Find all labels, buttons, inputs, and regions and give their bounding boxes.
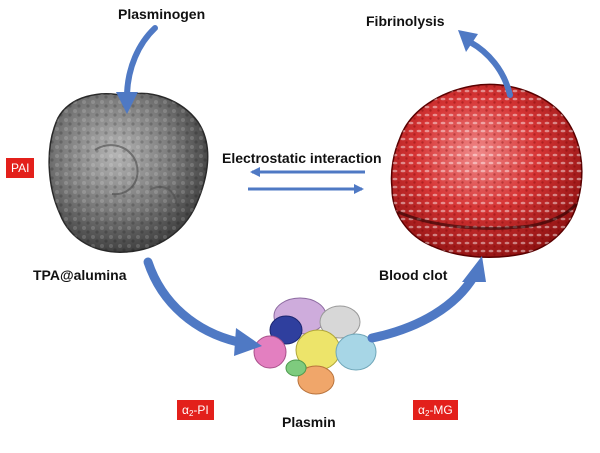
arrowhead-fibrinolysis	[458, 30, 478, 52]
alpha2-pi-badge: α2-PI	[177, 400, 214, 420]
arrowhead-clot	[462, 256, 486, 282]
electrostatic-interaction-label: Electrostatic interaction	[222, 150, 382, 166]
arrow-clot-to-fibrinolysis	[467, 39, 513, 98]
arrow-plasmin-to-clot	[367, 271, 479, 343]
arrowhead-plasminogen	[116, 92, 138, 114]
alpha2-mg-suffix: -MG	[429, 403, 453, 417]
plasminogen-label: Plasminogen	[118, 6, 206, 22]
arrow-tpa-to-plasmin	[143, 257, 243, 347]
alpha2-mg-alpha: α	[418, 403, 425, 417]
plasmin-label: Plasmin	[282, 414, 336, 430]
blood-clot-label: Blood clot	[379, 267, 448, 283]
arrowhead-plasmin	[234, 328, 262, 356]
alpha2-pi-subscript: 2	[188, 409, 194, 418]
alpha2-mg-badge: α2-MG	[413, 400, 458, 420]
plasmin-protein	[253, 297, 377, 395]
alpha2-mg-subscript: 2	[424, 409, 430, 418]
blood-clot-shape	[390, 83, 583, 258]
fibrinolysis-label: Fibrinolysis	[366, 13, 445, 29]
arrow-plasminogen-to-particle	[124, 25, 158, 97]
alpha2-pi-suffix: -PI	[193, 403, 209, 417]
tpa-alumina-particle	[48, 92, 209, 253]
tpa-alumina-label: TPA@alumina	[33, 267, 127, 283]
pai-badge: PAI	[6, 158, 35, 178]
alpha2-pi-alpha: α	[182, 403, 189, 417]
